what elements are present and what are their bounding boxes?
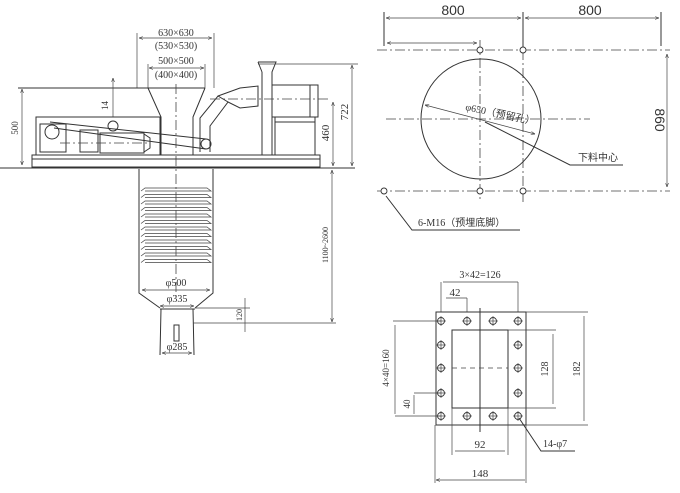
dim-460: 460 [320,124,332,141]
dim-120: 120 [235,309,244,321]
column-louvres [140,187,213,263]
bolt-hole [462,411,472,421]
anchor-hole [519,187,527,195]
dim-722: 722 [339,104,351,121]
dim-860: 860 [652,108,668,132]
bolt-hole [462,316,472,326]
hopper-inner-dim: 500×500 [158,56,194,67]
louvre [140,187,213,192]
bolt-hole [488,411,498,421]
louvre [140,207,213,211]
dim-500: 500 [10,121,20,135]
bolt-hole [513,316,523,326]
bolt-hole [436,340,446,350]
flange-detail: 3×42=126 42 128 182 4×40=160 40 92 148 [381,270,588,483]
dim-128: 128 [540,362,551,377]
pitch-top: 3×42=126 [459,270,500,281]
louvre [140,213,213,218]
bolt-hole [488,316,498,326]
louvre [140,194,213,198]
louvre [140,226,213,231]
louvre [140,200,213,205]
dim-phi335: φ335 [167,294,188,305]
anchor-hole [519,46,527,54]
anchor-hole [380,187,388,195]
anchor-hole [476,187,484,195]
dim-148: 148 [472,468,489,480]
hopper-outer-dim-alt: (530×530) [155,41,197,52]
louvre [140,246,213,250]
bolt-hole [513,363,523,373]
bolt-hole [436,363,446,373]
bolt-hole [513,388,523,398]
bolt-hole [513,411,523,421]
dim-40: 40 [402,399,412,409]
holes-label: 14-φ7 [543,439,567,450]
foundation-plan: 800 800 φ650（预留孔） 下料中心 860 6-M16（预埋底脚） [377,2,670,231]
louvre [140,252,213,257]
pitch-side: 4×40=160 [381,349,391,387]
dim-phi285: φ285 [167,342,188,353]
dim-182: 182 [572,362,583,377]
anchor-bolt-label: 6-M16（预埋底脚） [418,216,505,229]
hopper-inner-dim-alt: (400×400) [155,70,197,81]
dim-92: 92 [475,439,486,451]
louvre [140,239,213,244]
side-view: 630×630 (530×530) 500×500 (400×400) 14 5… [0,28,358,356]
anchor-hole [476,46,484,54]
bolt-hole [513,340,523,350]
louvre [140,220,213,224]
dim-14: 14 [100,101,110,111]
louvre [140,259,213,263]
hole-label: φ650（预留孔） [464,100,536,127]
dim-length: 1100~2600 [321,227,330,263]
dim-800-right: 800 [578,2,602,18]
dim-phi500: φ500 [166,278,187,289]
hopper-outer-dim: 630×630 [158,28,194,39]
flange-holes [436,316,523,421]
dim-42: 42 [450,287,461,299]
louvre [140,233,213,237]
discharge-center-label: 下料中心 [578,151,618,164]
dim-800-left: 800 [441,2,465,18]
